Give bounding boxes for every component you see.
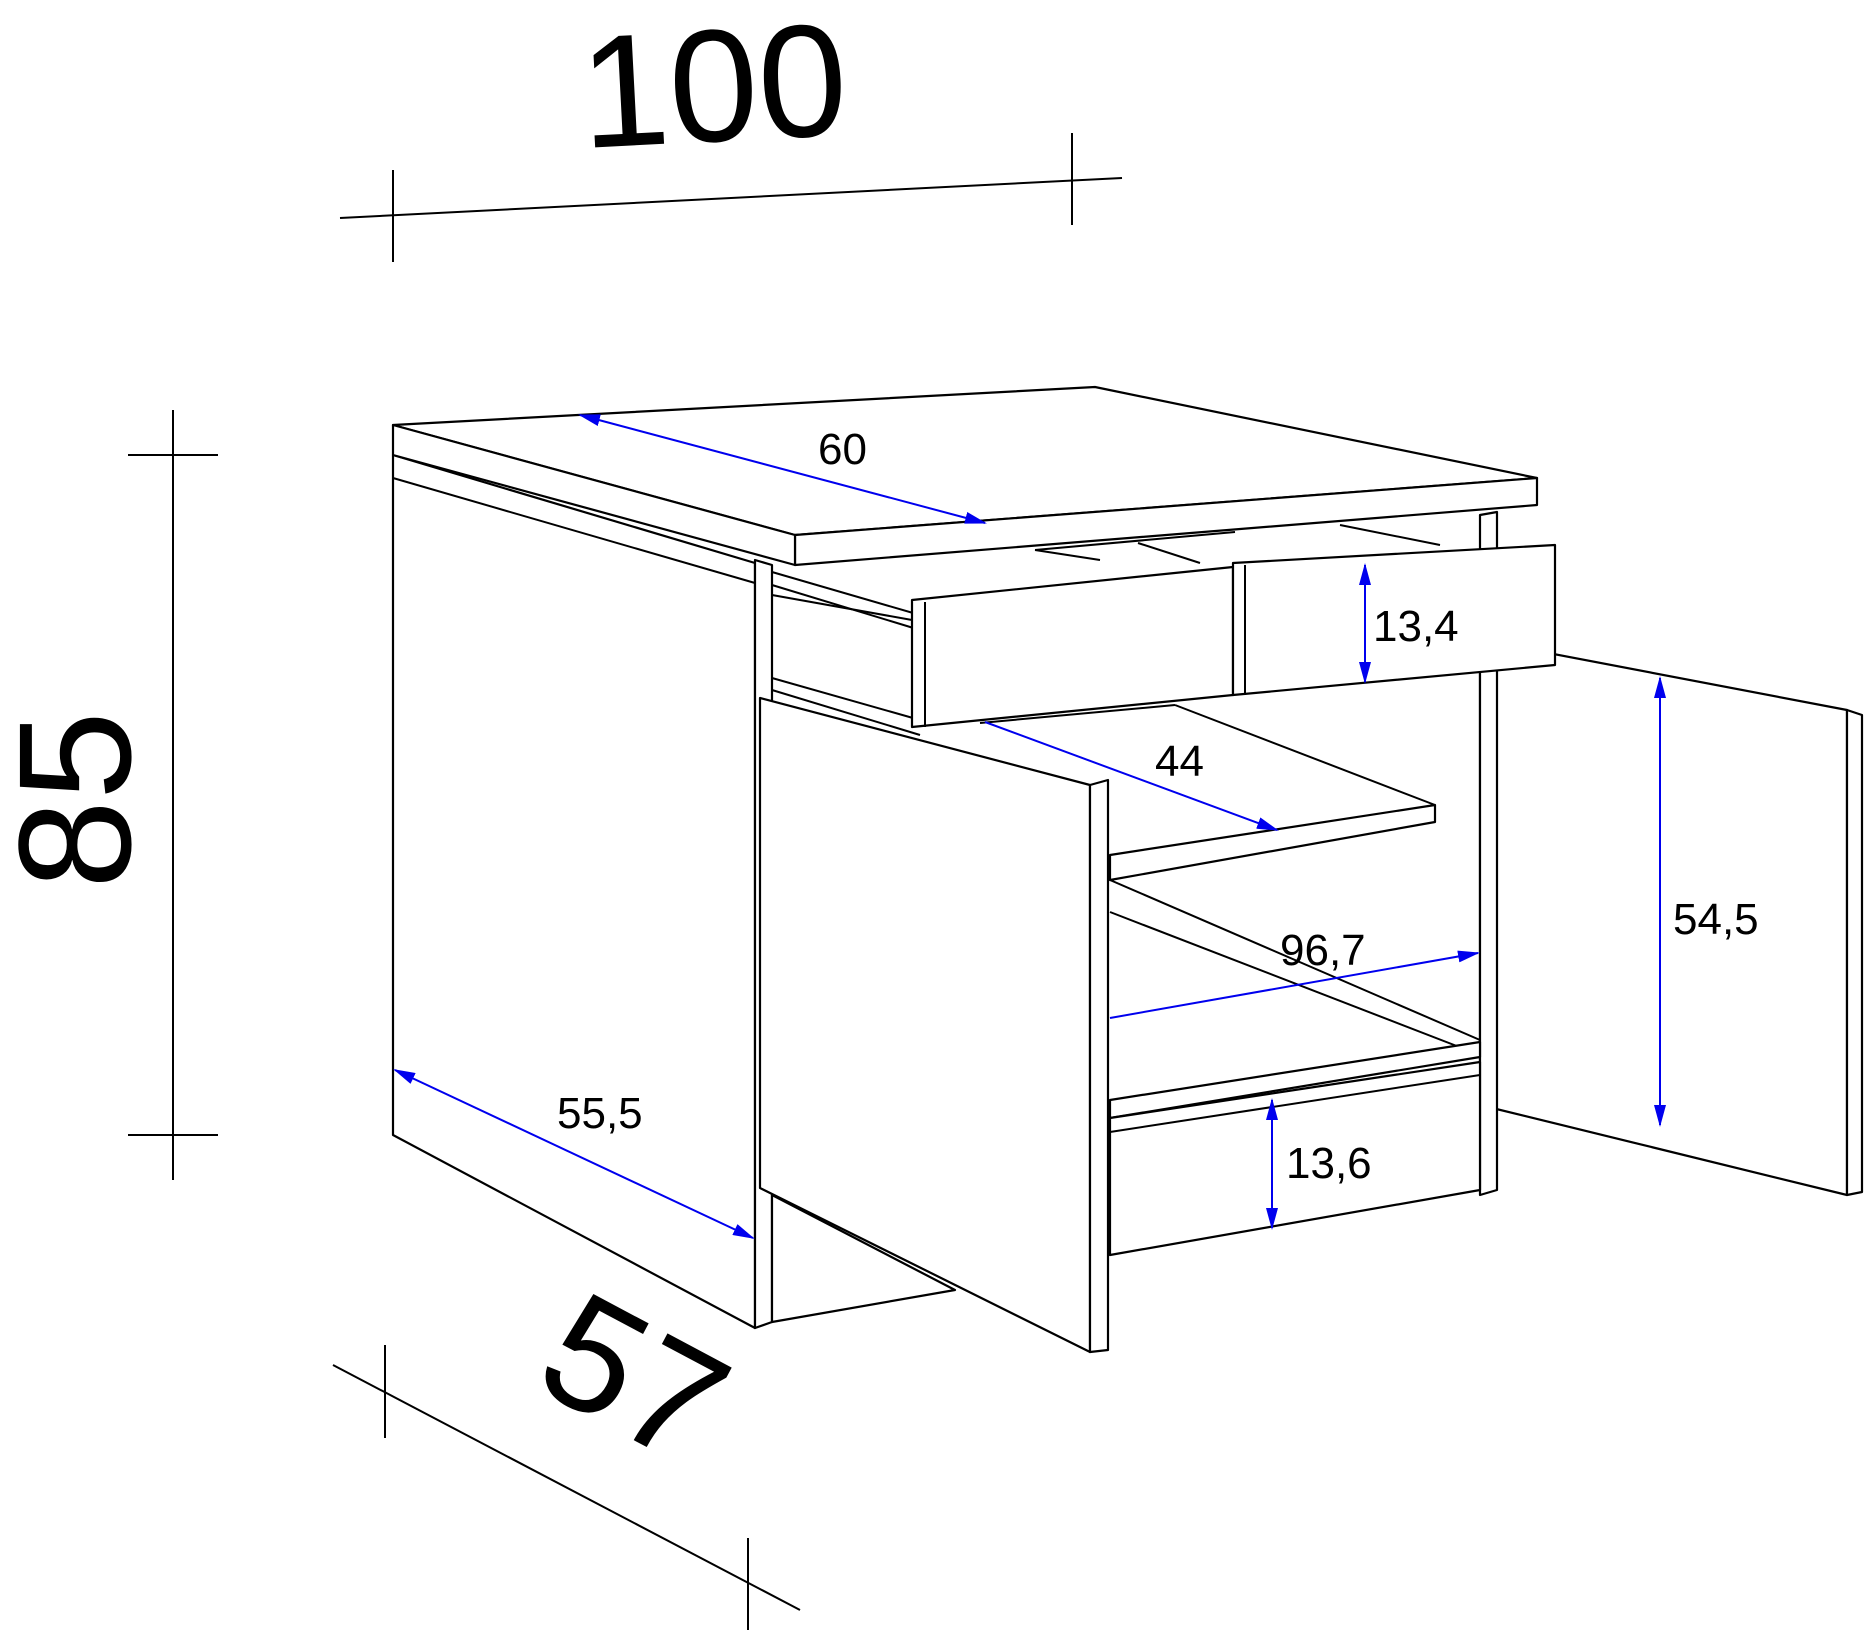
- left-side-panel: [391, 453, 757, 1330]
- door-height-label: 54,5: [1673, 895, 1759, 944]
- depth-dimension-line: [332, 1345, 801, 1630]
- shelf-depth-label: 44: [1155, 737, 1204, 786]
- left-drawer-front: [910, 565, 1235, 729]
- right-front-stile: [1478, 510, 1499, 1197]
- height-label: 85: [0, 711, 164, 889]
- shelf-depth-measure: [984, 721, 1279, 831]
- bottom-drawer-front: [1108, 1060, 1482, 1257]
- inner-width-measure: [1109, 950, 1480, 1019]
- cabinet-drawing: [391, 385, 1864, 1354]
- height-dimension-line: [128, 410, 218, 1180]
- top-depth-label: 60: [818, 425, 867, 474]
- drawer-height-label: 13,4: [1373, 602, 1459, 651]
- top-depth-measure: [578, 414, 987, 524]
- left-door-edge: [1088, 778, 1110, 1354]
- bottom-drawer-height-label: 13,6: [1286, 1139, 1372, 1188]
- inner-width-label: 96,7: [1280, 926, 1366, 975]
- side-depth-measure: [393, 1069, 755, 1239]
- width-label: 100: [575, 0, 851, 182]
- plinth: [770, 1193, 957, 1324]
- width-dimension-line: [339, 133, 1123, 262]
- right-door: [1478, 638, 1849, 1197]
- middle-shelf: [1108, 803, 1437, 882]
- right-drawer-front: [1231, 543, 1557, 697]
- right-door-edge: [1845, 708, 1864, 1197]
- bottom-shelf: [1108, 1040, 1482, 1120]
- side-depth-label: 55,5: [557, 1089, 643, 1138]
